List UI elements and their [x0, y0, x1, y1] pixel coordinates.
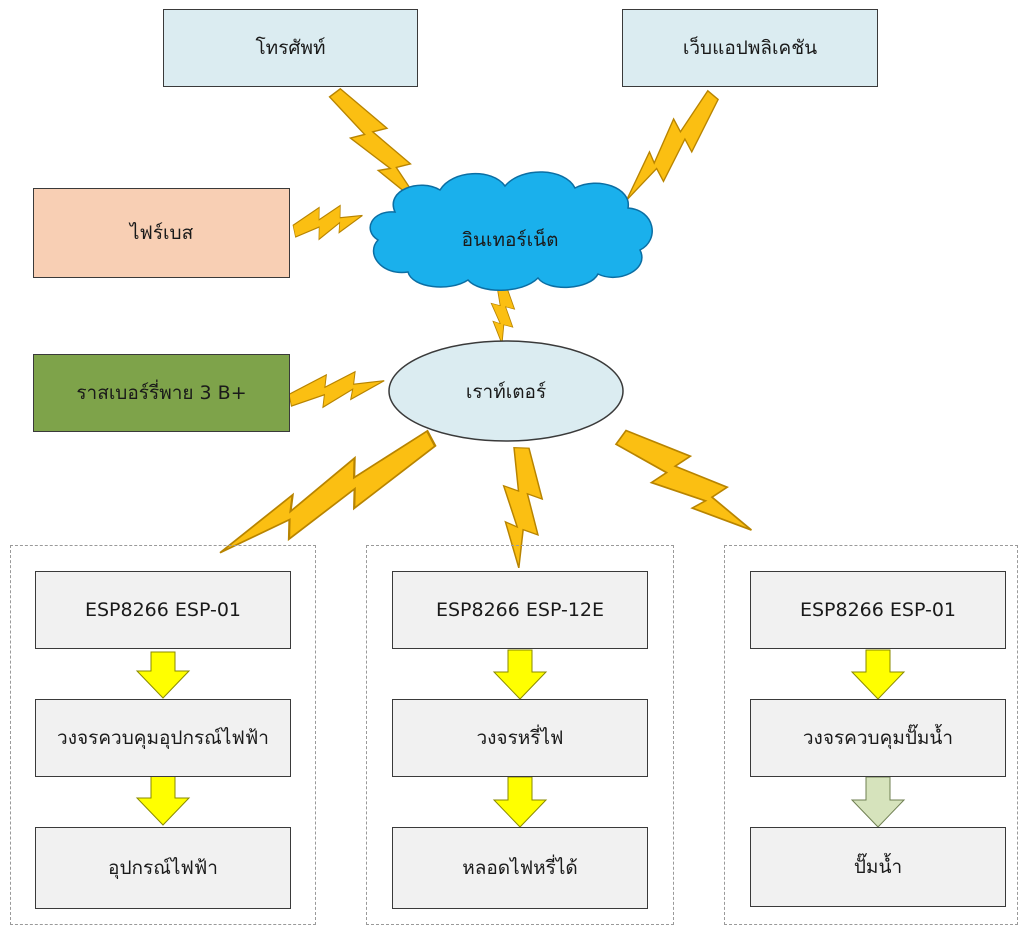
group2-circuit-label: วงจรหรี่ไฟ [476, 727, 564, 749]
arrow-group1-b [135, 775, 191, 826]
arrow-group2-b [492, 776, 548, 828]
group2-module-box: ESP8266 ESP-12E [392, 571, 648, 649]
group2-device-label: หลอดไฟหรี่ได้ [462, 857, 578, 879]
group1-module-label: ESP8266 ESP-01 [84, 599, 242, 621]
group3-module-label: ESP8266 ESP-01 [799, 599, 957, 621]
group2-circuit-box: วงจรหรี่ไฟ [392, 699, 648, 777]
router-label-wrap: เราท์เตอร์ [420, 372, 592, 412]
group3-device-label: ปั๊มน้ำ [853, 856, 903, 878]
internet-cloud [369, 171, 653, 291]
device-group-2 [366, 545, 674, 925]
internet-label-wrap: อินเทอร์เน็ต [420, 220, 600, 260]
phone-node: โทรศัพท์ [163, 9, 418, 87]
group1-circuit-label: วงจรควบคุมอุปกรณ์ไฟฟ้า [57, 727, 269, 749]
firebase-label: ไฟร์เบส [129, 222, 194, 244]
web-app-node: เว็บแอปพลิเคชัน [622, 9, 878, 87]
raspberry-pi-node: ราสเบอร์รี่พาย 3 B+ [33, 354, 290, 432]
bolt-router-group-3 [609, 415, 767, 548]
bolt-raspberry-router [286, 363, 388, 414]
arrow-group2-a [492, 649, 548, 700]
arrow-group1-a [135, 651, 191, 699]
bolt-internet-router [490, 283, 516, 345]
device-group-3 [724, 545, 1018, 925]
router-ellipse [388, 340, 624, 442]
bolt-firebase-internet [289, 198, 367, 245]
device-group-1 [10, 545, 316, 925]
group1-device-box: อุปกรณ์ไฟฟ้า [35, 827, 291, 909]
group3-circuit-box: วงจรควบคุมปั๊มน้ำ [750, 699, 1006, 777]
group1-module-box: ESP8266 ESP-01 [35, 571, 291, 649]
router-label: เราท์เตอร์ [465, 381, 547, 403]
group3-module-box: ESP8266 ESP-01 [750, 571, 1006, 649]
phone-label: โทรศัพท์ [255, 37, 326, 59]
web-app-label: เว็บแอปพลิเคชัน [682, 37, 818, 59]
bolt-webapp-internet [613, 84, 730, 214]
group1-device-label: อุปกรณ์ไฟฟ้า [108, 857, 218, 879]
group2-device-box: หลอดไฟหรี่ได้ [392, 827, 648, 909]
arrow-group3-b [850, 776, 906, 828]
group1-circuit-box: วงจรควบคุมอุปกรณ์ไฟฟ้า [35, 699, 291, 777]
group3-device-box: ปั๊มน้ำ [750, 827, 1006, 907]
internet-label: อินเทอร์เน็ต [461, 229, 559, 251]
group2-module-label: ESP8266 ESP-12E [435, 599, 605, 621]
firebase-node: ไฟร์เบส [33, 188, 290, 278]
raspberry-pi-label: ราสเบอร์รี่พาย 3 B+ [76, 382, 247, 404]
arrow-group3-a [850, 649, 906, 700]
group3-circuit-label: วงจรควบคุมปั๊มน้ำ [802, 727, 954, 749]
